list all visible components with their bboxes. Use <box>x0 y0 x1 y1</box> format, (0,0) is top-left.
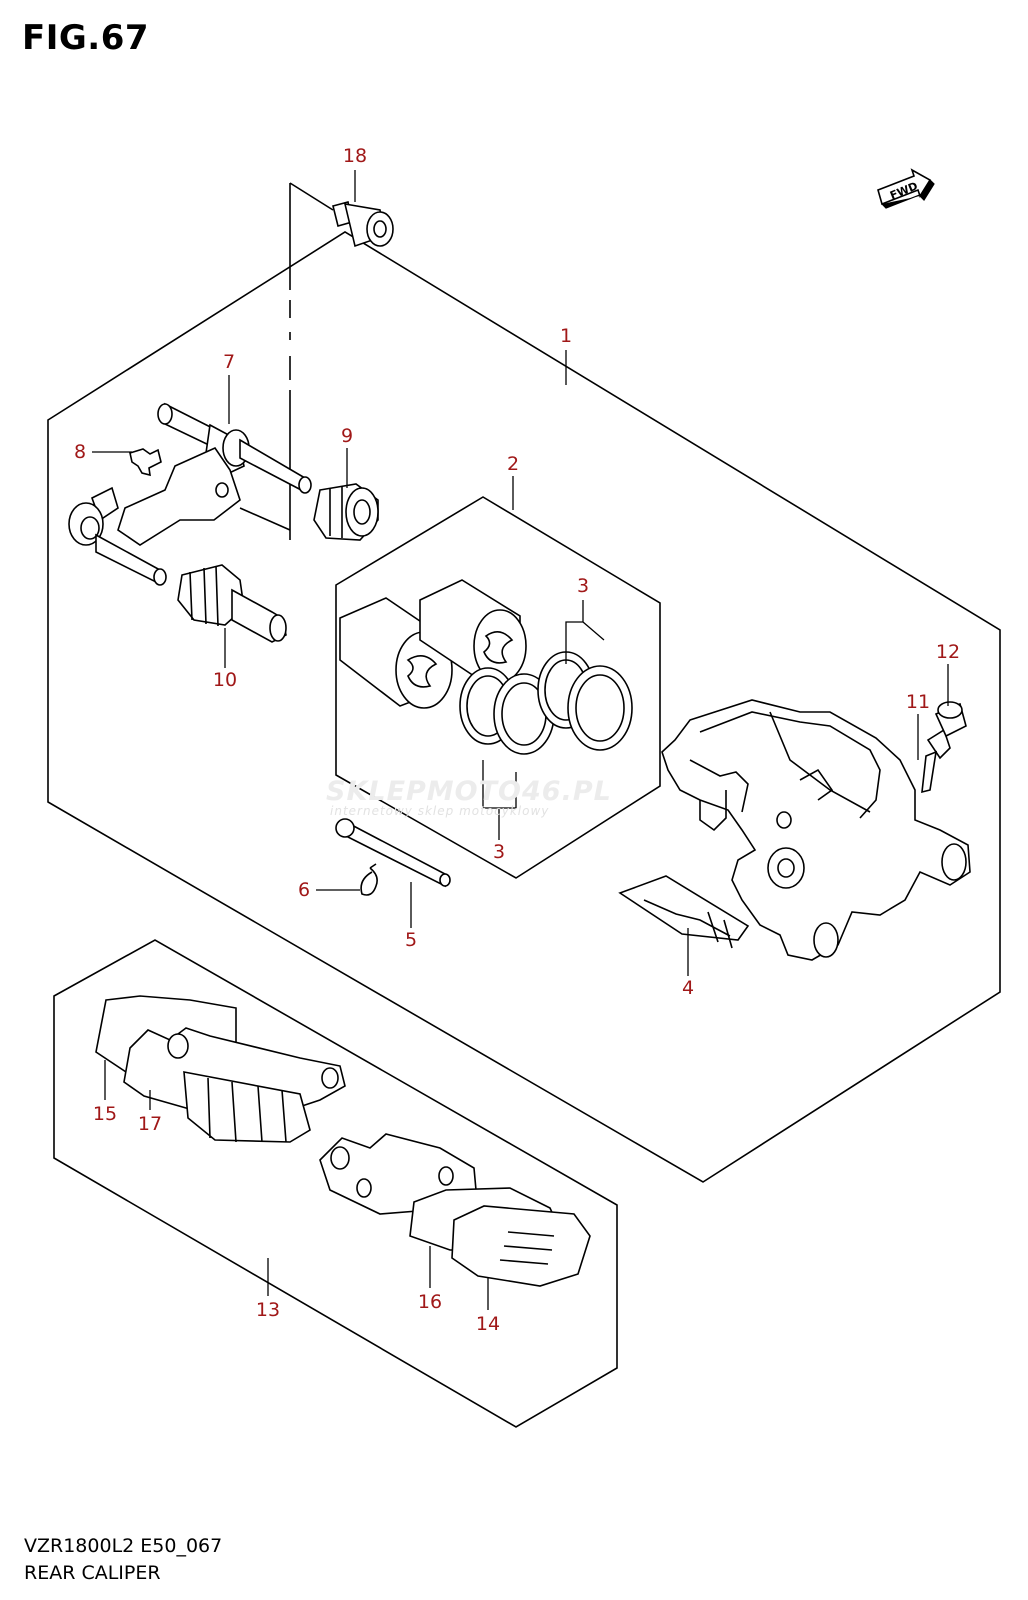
callout-17: 17 <box>138 1113 162 1135</box>
callout-5: 5 <box>405 929 417 951</box>
bleeder-11-cap-12-drawing <box>921 701 967 794</box>
leader-lines <box>92 170 949 1310</box>
callout-10: 10 <box>213 669 237 691</box>
callout-7: 7 <box>223 351 235 373</box>
figure-title: FIG.67 <box>22 18 150 58</box>
callout-3-lower: 3 <box>493 841 505 863</box>
pad-set-lower-drawing <box>319 1133 591 1287</box>
assembly-boundary-pads <box>53 939 618 1428</box>
caliper-bracket-pin-drawing <box>68 402 312 586</box>
callout-9: 9 <box>341 425 353 447</box>
diagram-caption: REAR CALIPER <box>24 1562 161 1584</box>
callout-3-upper: 3 <box>577 575 589 597</box>
caliper-body-drawing <box>661 699 971 961</box>
callout-11: 11 <box>906 691 930 713</box>
footer: VZR1800L2 E50_067 REAR CALIPER <box>24 1533 222 1587</box>
callout-14: 14 <box>476 1313 500 1335</box>
pin-10-drawing <box>177 564 287 643</box>
assembly-boundary-piston <box>335 496 661 879</box>
bolt-18-drawing <box>289 182 394 290</box>
fwd-label: FWD <box>888 179 920 202</box>
seal-3-drawing <box>459 651 633 755</box>
pad-set-upper-drawing <box>95 995 346 1143</box>
callout-8: 8 <box>74 441 86 463</box>
callout-2: 2 <box>507 453 519 475</box>
callout-16: 16 <box>418 1291 442 1313</box>
assembly-boundary-caliper <box>47 231 1001 1183</box>
spring-4-drawing <box>618 875 750 949</box>
callout-13: 13 <box>256 1299 280 1321</box>
callout-1: 1 <box>560 325 572 347</box>
callout-6: 6 <box>298 879 310 901</box>
pin-5-clip-6-drawing <box>335 818 451 896</box>
callout-12: 12 <box>936 641 960 663</box>
fwd-arrow-icon: FWD <box>877 168 935 209</box>
callout-15: 15 <box>93 1103 117 1125</box>
model-code: VZR1800L2 E50_067 <box>24 1535 223 1557</box>
boot-9-drawing <box>313 483 379 541</box>
piston-2-drawing <box>339 579 527 709</box>
callout-18: 18 <box>343 145 367 167</box>
callout-4: 4 <box>682 977 694 999</box>
